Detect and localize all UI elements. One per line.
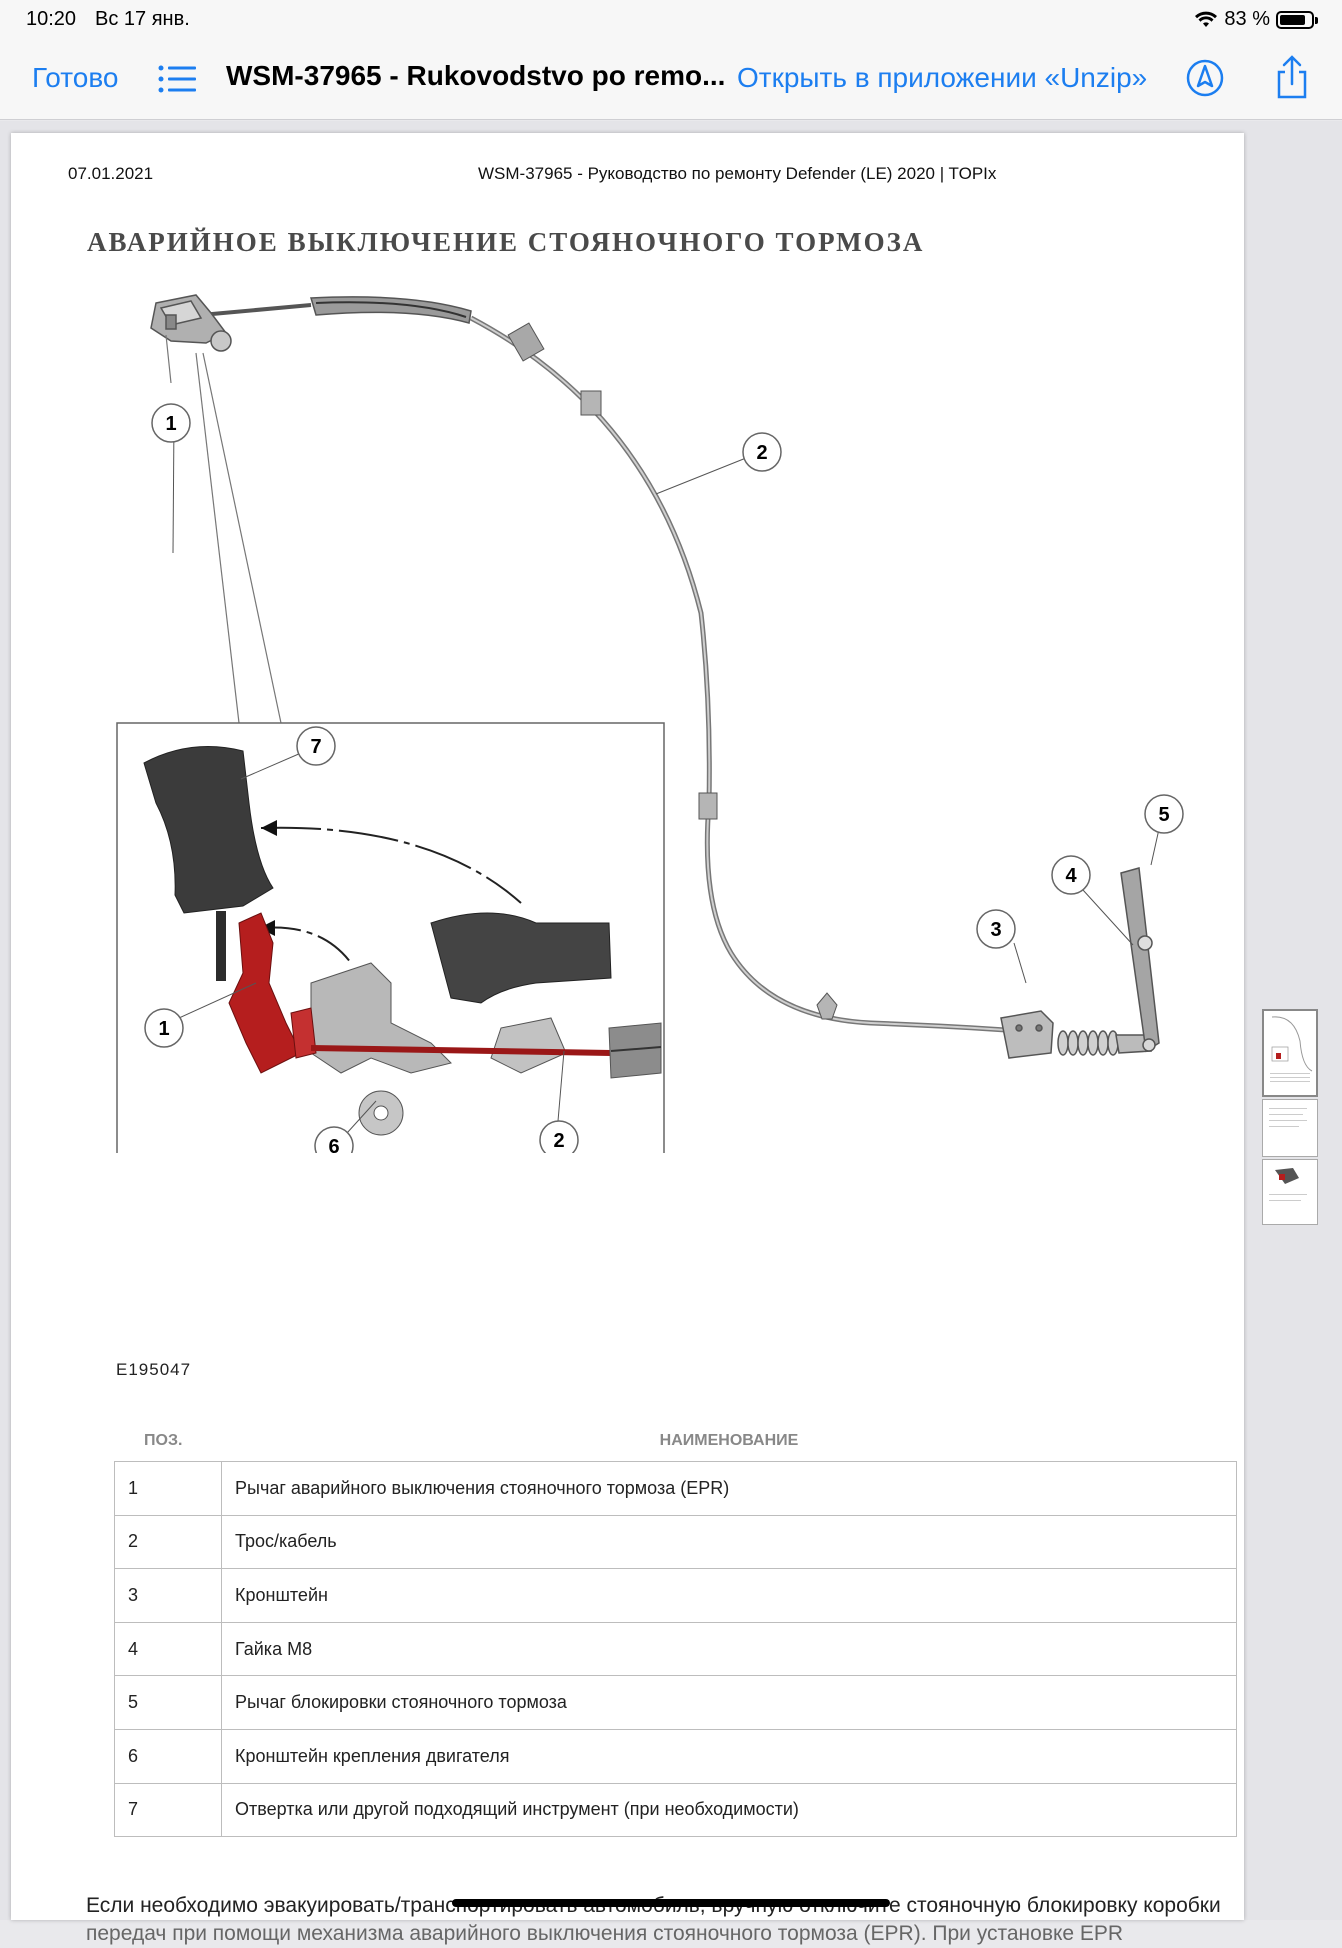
document-viewer[interactable]: 07.01.2021 WSM-37965 - Руководство по ре…: [0, 121, 1342, 1945]
callout-2-detail: 2: [539, 1050, 579, 1153]
callout-1-detail: 1: [144, 982, 257, 1048]
callout-1-top-label: 1: [165, 413, 176, 435]
row-pos: 4: [114, 1621, 222, 1677]
page-title: АВАРИЙНОЕ ВЫКЛЮЧЕНИЕ СТОЯНОЧНОГО ТОРМОЗА: [87, 227, 925, 257]
parts-table-header: ПОЗ. НАИМЕНОВАНИЕ: [114, 1421, 1237, 1461]
open-in-app-button[interactable]: Открыть в приложении «Unzip»: [737, 62, 1148, 93]
callouts: 1 2 3 4 5 7 1 6 2: [144, 403, 1184, 1153]
page-thumbnail-1[interactable]: [1262, 1009, 1318, 1097]
cable-assembly: [200, 296, 1022, 1034]
figure-code: E195047: [116, 1360, 192, 1379]
callout-2-detail-label: 2: [553, 1130, 564, 1152]
document-page: 07.01.2021 WSM-37965 - Руководство по ре…: [11, 133, 1244, 1945]
epr-lever-small: [150, 294, 232, 352]
share-icon[interactable]: [1272, 54, 1312, 100]
callout-1-detail-label: 1: [158, 1018, 169, 1040]
page-thumbnails: [1262, 1009, 1322, 1227]
header-pos: ПОЗ.: [144, 1432, 183, 1449]
status-date: Вс 17 янв.: [95, 8, 190, 30]
callout-7: 7: [240, 726, 336, 780]
row-pos: 3: [114, 1568, 222, 1623]
battery-icon: [1276, 10, 1318, 29]
row-name: Кронштейн крепления двигателя: [221, 1728, 1237, 1784]
home-indicator[interactable]: [452, 1899, 890, 1907]
battery-percent: 83 %: [1224, 8, 1270, 30]
status-right: 83 %: [1194, 8, 1318, 31]
wifi-icon: [1195, 11, 1218, 27]
detail-leader-lines: [165, 334, 282, 724]
page-header-date: 07.01.2021: [68, 164, 154, 183]
row-pos: 5: [114, 1675, 222, 1730]
done-button[interactable]: Готово: [32, 62, 119, 93]
callout-7-label: 7: [310, 736, 321, 758]
callout-2-top-label: 2: [756, 442, 767, 464]
callout-2-top: 2: [655, 432, 782, 495]
callout-5: 5: [1144, 794, 1184, 866]
markup-icon[interactable]: [1185, 58, 1225, 98]
row-name: Кронштейн: [221, 1568, 1237, 1623]
row-pos: 1: [114, 1461, 222, 1516]
row-pos: 6: [114, 1728, 222, 1784]
callout-6-label: 6: [328, 1136, 339, 1153]
navigation-bar: Готово WSM-37965 - Rukovodstvo po remo..…: [0, 40, 1342, 120]
callout-3: 3: [976, 909, 1027, 984]
callout-6: 6: [314, 1100, 377, 1153]
callout-4-label: 4: [1065, 865, 1077, 887]
page-thumbnail-2[interactable]: [1262, 1099, 1318, 1157]
row-pos: 2: [114, 1514, 222, 1570]
body-text-line-2: передач при помощи механизма аварийного …: [86, 1922, 1124, 1945]
document-title: WSM-37965 - Rukovodstvo po remo...: [226, 60, 726, 91]
callout-4: 4: [1051, 855, 1134, 946]
parking-brake-diagram: 1 2 3 4 5 7 1 6 2: [116, 294, 1184, 1153]
row-name: Рычаг аварийного выключения стояночного …: [221, 1461, 1237, 1516]
row-name: Гайка M8: [221, 1621, 1237, 1677]
page-thumbnail-3[interactable]: [1262, 1159, 1318, 1225]
row-pos: 7: [114, 1782, 222, 1838]
row-name: Рычаг блокировки стояночного тормоза: [221, 1675, 1237, 1730]
callout-3-label: 3: [990, 919, 1001, 941]
status-bar: 10:20 Вс 17 янв. 83 %: [0, 0, 1342, 40]
detail-contents: [143, 746, 662, 1136]
page-header-title: WSM-37965 - Руководство по ремонту Defen…: [478, 164, 997, 183]
lock-lever-assembly: [1000, 867, 1160, 1059]
header-name: НАИМЕНОВАНИЕ: [659, 1432, 799, 1449]
status-time: 10:20: [26, 8, 77, 30]
list-icon[interactable]: [158, 64, 196, 94]
row-name: Отвертка или другой подходящий инструмен…: [221, 1782, 1237, 1838]
row-name: Трос/кабель: [221, 1514, 1237, 1570]
callout-5-label: 5: [1158, 804, 1169, 826]
callout-1-top: 1: [151, 403, 191, 554]
